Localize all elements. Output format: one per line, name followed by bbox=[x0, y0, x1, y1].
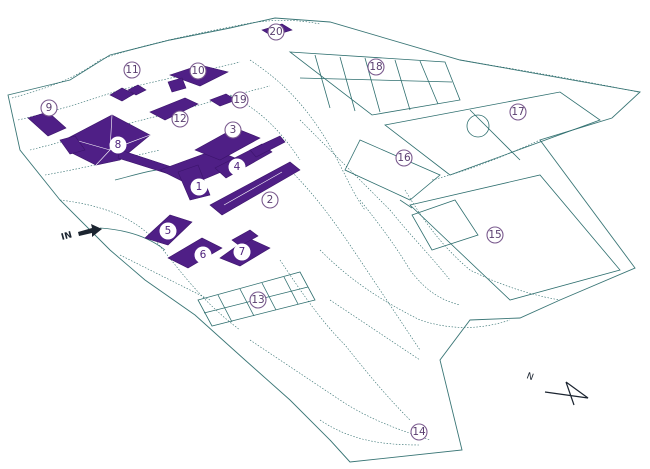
marker-11[interactable]: 11 bbox=[123, 61, 141, 79]
building-3 bbox=[194, 127, 261, 161]
marker-4[interactable]: 4 bbox=[228, 158, 246, 176]
woodland-texture bbox=[11, 20, 639, 446]
north-indicator: N bbox=[525, 371, 589, 406]
building-9 bbox=[27, 111, 67, 137]
marker-7[interactable]: 7 bbox=[233, 243, 251, 261]
building-7b bbox=[231, 229, 259, 247]
marker-18[interactable]: 18 bbox=[367, 58, 385, 76]
marker-label: 2 bbox=[267, 194, 274, 206]
marker-label: 7 bbox=[239, 246, 246, 258]
marker-9[interactable]: 9 bbox=[40, 99, 58, 117]
marker-label: 17 bbox=[511, 106, 524, 118]
marker-label: 14 bbox=[412, 426, 426, 438]
marker-label: 13 bbox=[251, 294, 264, 306]
marker-label: 6 bbox=[200, 249, 207, 261]
marker-label: 9 bbox=[46, 102, 53, 114]
arrow-right-icon bbox=[78, 224, 102, 237]
marker-label: 18 bbox=[369, 61, 382, 73]
marker-label: 1 bbox=[196, 181, 203, 193]
marker-5[interactable]: 5 bbox=[159, 222, 177, 240]
north-arrow-icon bbox=[544, 381, 589, 406]
building-9b bbox=[59, 135, 86, 155]
marker-10[interactable]: 10 bbox=[189, 62, 207, 80]
campus-outline bbox=[7, 17, 641, 463]
marker-label: 20 bbox=[269, 26, 282, 38]
marker-label: 15 bbox=[488, 229, 501, 241]
marker-label: 16 bbox=[397, 152, 411, 164]
marker-14[interactable]: 14 bbox=[410, 423, 428, 441]
marker-16[interactable]: 16 bbox=[395, 149, 413, 167]
marker-label: 3 bbox=[230, 124, 237, 136]
building-12 bbox=[149, 97, 199, 121]
marker-3[interactable]: 3 bbox=[224, 121, 242, 139]
marker-label: 10 bbox=[191, 65, 204, 77]
entrance-label: IN bbox=[60, 230, 73, 242]
marker-label: 5 bbox=[165, 225, 172, 237]
marker-20[interactable]: 20 bbox=[267, 23, 285, 41]
marker-6[interactable]: 6 bbox=[194, 246, 212, 264]
marker-15[interactable]: 15 bbox=[486, 226, 504, 244]
entrance-indicator: IN bbox=[60, 224, 102, 243]
marker-label: 4 bbox=[234, 161, 241, 173]
building-2 bbox=[209, 161, 301, 216]
marker-12[interactable]: 12 bbox=[171, 110, 189, 128]
marker-19[interactable]: 19 bbox=[231, 91, 249, 109]
marker-13[interactable]: 13 bbox=[249, 291, 267, 309]
building-10b bbox=[167, 77, 187, 93]
marker-17[interactable]: 17 bbox=[509, 103, 527, 121]
marker-8[interactable]: 8 bbox=[109, 136, 127, 154]
marker-label: 11 bbox=[125, 64, 138, 76]
marker-1[interactable]: 1 bbox=[190, 178, 208, 196]
building-4b bbox=[249, 135, 286, 158]
marker-2[interactable]: 2 bbox=[261, 191, 279, 209]
building-11b bbox=[127, 84, 147, 96]
marker-label: 8 bbox=[115, 139, 122, 151]
marker-label: 12 bbox=[173, 113, 186, 125]
north-label: N bbox=[525, 371, 535, 383]
marker-label: 19 bbox=[233, 94, 246, 106]
